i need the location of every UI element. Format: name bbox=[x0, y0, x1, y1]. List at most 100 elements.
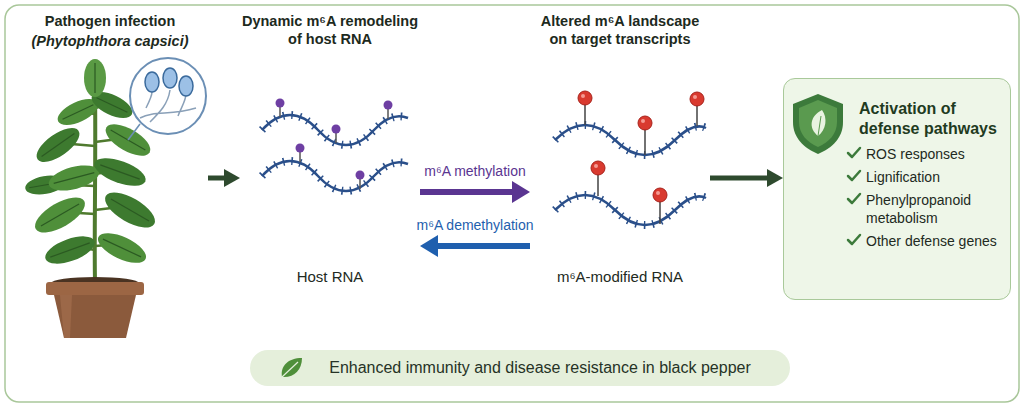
demethylation-arrow bbox=[438, 243, 530, 249]
leaf bbox=[42, 231, 98, 269]
host-rna-strands bbox=[262, 99, 408, 192]
leaf-blade bbox=[88, 87, 136, 124]
pot-highlight bbox=[60, 295, 72, 338]
panel-caption: Host RNA bbox=[240, 268, 420, 286]
m6a-dot bbox=[296, 144, 305, 153]
host-rna-panel: Dynamic m⁶A remodeling of host RNA Host R… bbox=[240, 10, 420, 290]
pot-body bbox=[54, 295, 136, 338]
banner-text: Enhanced immunity and disease resistance… bbox=[290, 350, 790, 386]
mark-stems bbox=[280, 106, 388, 143]
rna-backbone bbox=[555, 195, 706, 225]
pin-stems bbox=[585, 103, 697, 155]
plant-illustration bbox=[24, 59, 161, 338]
pathogen-inset bbox=[128, 58, 206, 140]
pin-highlight bbox=[641, 119, 645, 123]
rna-backbone bbox=[262, 115, 408, 145]
panel-heading: Altered m⁶A landscape on target transcri… bbox=[530, 12, 710, 48]
leaf-blade bbox=[46, 161, 102, 196]
rna-backbone bbox=[262, 161, 408, 191]
defense-pathways-box: Activation of defense pathwaysROS respon… bbox=[783, 78, 1011, 300]
methylation-arrow bbox=[420, 189, 512, 195]
leaf-vein bbox=[100, 165, 139, 179]
shield-outer bbox=[793, 94, 843, 154]
plant-branches bbox=[50, 104, 128, 250]
pin-highlight bbox=[581, 94, 585, 98]
leaf-blade bbox=[94, 227, 150, 269]
outcome-banner: Enhanced immunity and disease resistance… bbox=[250, 350, 790, 386]
leaf-vein bbox=[103, 239, 141, 257]
leaf bbox=[31, 122, 85, 169]
checklist-item: Other defense genes bbox=[866, 232, 1006, 250]
leaf-vein bbox=[54, 173, 95, 184]
leaf-blade bbox=[54, 94, 102, 131]
leaf-vein bbox=[41, 204, 79, 226]
leaf bbox=[100, 186, 160, 235]
rna-strand bbox=[555, 91, 706, 155]
check-mark bbox=[848, 194, 860, 203]
modified-rna-strands bbox=[555, 91, 706, 225]
m6a-pin bbox=[578, 91, 592, 105]
leaf-blade bbox=[24, 173, 67, 198]
leaf-blade bbox=[31, 122, 85, 169]
leaf bbox=[54, 94, 102, 131]
inset-circle bbox=[130, 58, 206, 134]
rna-strand bbox=[262, 99, 408, 146]
inset-pointer bbox=[128, 124, 140, 140]
leaf-vein bbox=[63, 105, 94, 119]
shield-icon bbox=[793, 94, 843, 154]
rna-strand bbox=[555, 161, 706, 225]
pathogen-name: (Phytophthora capsici) bbox=[12, 32, 208, 50]
leaf-vein bbox=[29, 182, 61, 188]
sporangium bbox=[163, 68, 177, 88]
m6a-dot bbox=[276, 99, 285, 108]
leaf bbox=[88, 87, 136, 124]
leaf bbox=[94, 227, 150, 269]
shield-inner bbox=[799, 100, 837, 147]
shield-leaf bbox=[812, 110, 826, 136]
check-mark bbox=[848, 171, 860, 180]
leaf-vein bbox=[282, 362, 298, 377]
m6a-pin bbox=[653, 188, 667, 202]
hyphae bbox=[140, 90, 196, 122]
checklist-item: Lignification bbox=[866, 168, 1006, 186]
rna-strand bbox=[262, 144, 408, 192]
leaf-vein bbox=[42, 134, 75, 157]
m6a-dot bbox=[384, 101, 393, 110]
pin-highlight bbox=[693, 95, 697, 99]
sporangium bbox=[179, 76, 193, 96]
check-marks bbox=[848, 148, 860, 244]
check-mark bbox=[848, 235, 860, 244]
pin-highlight bbox=[656, 191, 660, 195]
leaf bbox=[91, 152, 149, 191]
m6a-pin bbox=[591, 161, 605, 175]
leaf-blade bbox=[282, 358, 302, 377]
rna-bases bbox=[262, 115, 408, 145]
mark-stems bbox=[300, 151, 360, 189]
edge-label: m⁶A methylation bbox=[400, 162, 550, 180]
leaf-blade bbox=[42, 231, 98, 269]
leaf-blade bbox=[30, 191, 90, 240]
shield-leaf-vein bbox=[818, 116, 821, 136]
leaf-blade bbox=[84, 59, 106, 97]
modified-rna-panel: Altered m⁶A landscape on target transcri… bbox=[530, 10, 710, 290]
checklist-item: ROS responses bbox=[866, 145, 1006, 163]
rna-bases bbox=[555, 125, 706, 155]
panel-heading: Dynamic m⁶A remodeling of host RNA bbox=[240, 12, 420, 48]
flow-arrow bbox=[208, 176, 224, 181]
leaf-vein bbox=[97, 98, 128, 112]
pathogen-panel: Pathogen infection(Phytophthora capsici) bbox=[12, 12, 208, 72]
m6a-pin bbox=[638, 116, 652, 130]
leaf bbox=[84, 59, 106, 97]
rna-bases bbox=[262, 161, 408, 191]
outer-frame bbox=[5, 5, 1019, 402]
checklist-item: Phenylpropanoid metabolism bbox=[866, 191, 1006, 227]
flow-arrow bbox=[710, 176, 767, 181]
pot-soil bbox=[51, 277, 139, 289]
pot-rim bbox=[46, 282, 144, 295]
leaf bbox=[46, 161, 102, 196]
leaf-blade bbox=[101, 118, 155, 162]
leaf bbox=[30, 191, 90, 240]
leaf-blade bbox=[91, 152, 149, 191]
check-mark bbox=[848, 148, 860, 157]
